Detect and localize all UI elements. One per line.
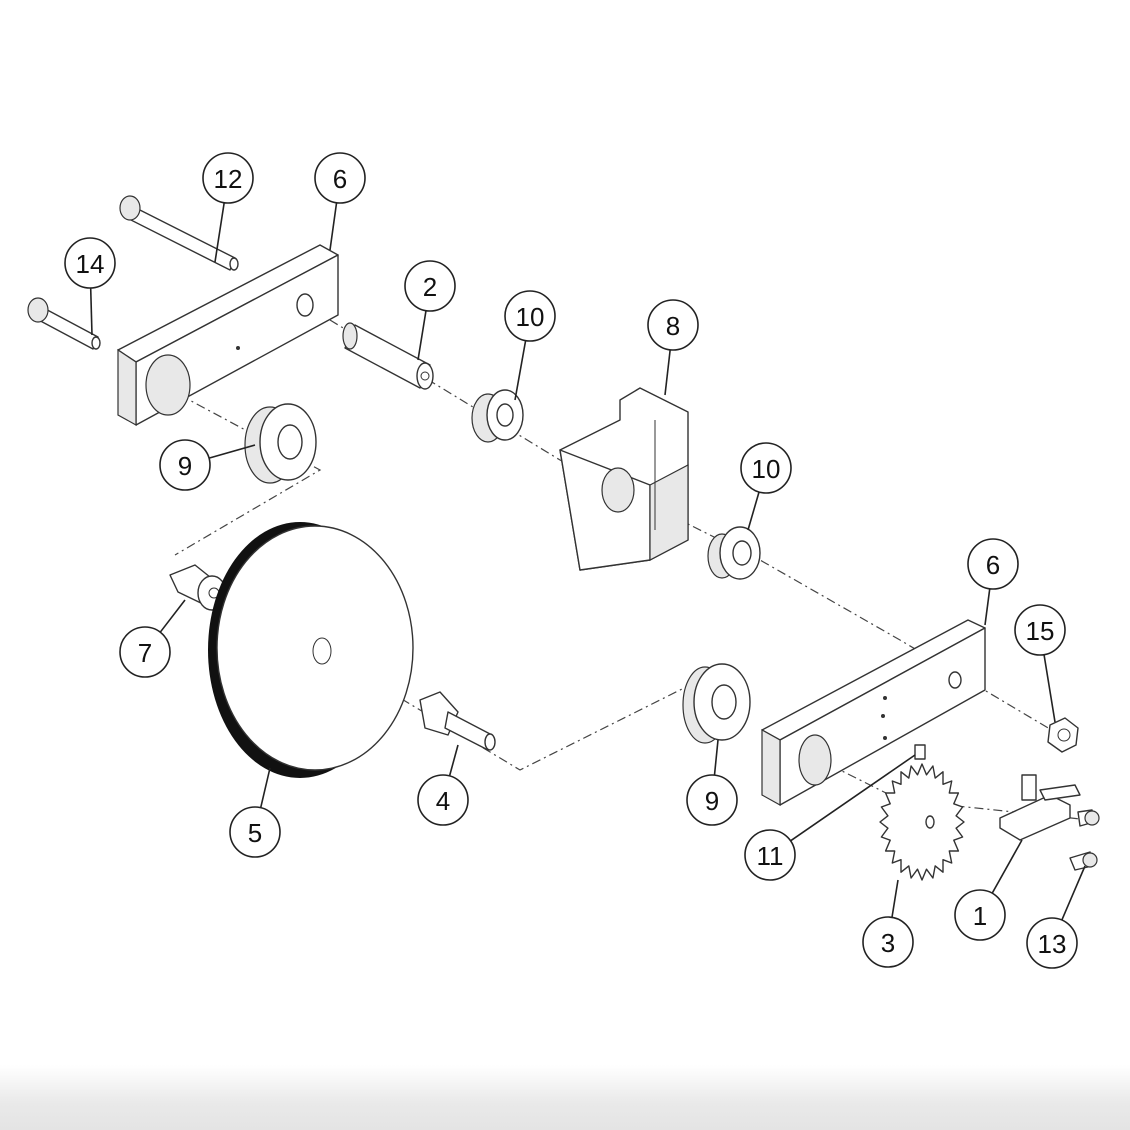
balloon-number: 4 — [436, 786, 450, 816]
leader-line — [259, 767, 271, 808]
balloon-circle — [954, 889, 1006, 941]
leader-line — [417, 310, 427, 361]
callout-slide-block: 8 — [647, 299, 699, 396]
leader-line — [891, 879, 899, 918]
callout-small-screw: 13 — [1026, 865, 1086, 969]
measuring-wheel-part — [208, 522, 414, 778]
balloon-number: 9 — [705, 786, 719, 816]
balloon-circle — [740, 442, 792, 494]
balloon-circle — [686, 774, 738, 826]
balloon-number: 6 — [986, 550, 1000, 580]
leader-line — [1043, 654, 1056, 723]
leader-line — [1061, 865, 1086, 921]
balloon-number: 13 — [1038, 929, 1067, 959]
callout-sensor-bracket: 1 — [954, 839, 1023, 941]
balloon-number: 14 — [76, 249, 105, 279]
balloon-number: 12 — [214, 164, 243, 194]
callout-bearing-upper: 9 — [159, 439, 256, 491]
balloon-number: 9 — [178, 451, 192, 481]
balloon-circle — [967, 538, 1019, 590]
balloon-number: 8 — [666, 311, 680, 341]
sensor-bracket-part — [999, 774, 1081, 841]
callout-bracket-upper: 6 — [314, 152, 366, 251]
leader-line — [159, 599, 186, 633]
leader-line — [89, 287, 93, 336]
bracket-upper-part — [117, 244, 339, 427]
flanged-bushing-upper-part — [471, 389, 524, 443]
leader-line — [214, 202, 225, 263]
axle-shaft-part — [419, 691, 496, 751]
balloon-number: 10 — [516, 302, 545, 332]
slide-block-part — [559, 387, 689, 571]
leader-line — [984, 588, 991, 626]
balloon-circle — [64, 237, 116, 289]
leader-line — [448, 744, 459, 777]
leader-line — [747, 491, 760, 531]
leader-line — [664, 349, 671, 396]
balloon-number: 2 — [423, 272, 437, 302]
callout-bearing-lower: 9 — [686, 739, 738, 826]
bottom-shadow-band — [0, 1065, 1130, 1130]
balloon-number: 7 — [138, 638, 152, 668]
balloon-circle — [314, 152, 366, 204]
balloon-number: 1 — [973, 901, 987, 931]
callout-bracket-lower: 6 — [967, 538, 1019, 626]
balloon-number: 3 — [881, 928, 895, 958]
balloon-circle — [404, 260, 456, 312]
callout-measuring-wheel: 5 — [229, 767, 281, 858]
balloon-circle — [862, 916, 914, 968]
flanged-bushing-lower-part — [707, 526, 761, 580]
bracket-lower-part — [761, 619, 986, 807]
callout-screw-short: 14 — [64, 237, 116, 336]
nut-part — [1047, 717, 1079, 753]
callout-screw-long: 12 — [202, 152, 254, 263]
spacer-tube-part — [342, 322, 434, 390]
leader-line — [329, 202, 338, 251]
balloon-number: 15 — [1026, 616, 1055, 646]
callout-nut: 15 — [1014, 604, 1066, 723]
bearing-upper-part — [244, 403, 317, 484]
callout-flanged-bushing-lower: 10 — [740, 442, 792, 531]
leader-line — [790, 754, 916, 842]
leader-line — [991, 839, 1023, 894]
bearing-lower-part — [682, 663, 751, 744]
screw-long-part — [119, 195, 239, 271]
balloon-number: 10 — [752, 454, 781, 484]
encoder-hole — [925, 815, 935, 829]
balloon-circle — [647, 299, 699, 351]
balloon-circle — [1014, 604, 1066, 656]
callout-flanged-bushing-upper: 10 — [504, 290, 556, 401]
balloon-circle — [744, 829, 796, 881]
balloon-circle — [1026, 917, 1078, 969]
screw-short-part — [27, 297, 101, 350]
leader-line — [514, 340, 527, 401]
callout-set-screw: 11 — [744, 754, 916, 881]
encoder-teeth — [879, 763, 965, 881]
small-screw-part — [1069, 809, 1100, 871]
leader-line — [208, 444, 256, 459]
balloon-circle — [119, 626, 171, 678]
balloon-circle — [202, 152, 254, 204]
callout-axle-shaft: 4 — [417, 744, 469, 826]
balloon-circle — [159, 439, 211, 491]
callout-hub-nut: 7 — [119, 599, 186, 678]
encoder-disc-part — [879, 763, 965, 881]
balloon-circle — [417, 774, 469, 826]
balloon-number: 11 — [757, 841, 784, 871]
balloon-number: 6 — [333, 164, 347, 194]
balloon-circle — [229, 806, 281, 858]
balloon-circle — [504, 290, 556, 342]
callout-spacer-tube: 2 — [404, 260, 456, 361]
set-screw-part — [914, 744, 926, 760]
leader-line — [713, 739, 719, 776]
balloon-number: 5 — [248, 818, 262, 848]
callout-encoder-disc: 3 — [862, 879, 914, 968]
